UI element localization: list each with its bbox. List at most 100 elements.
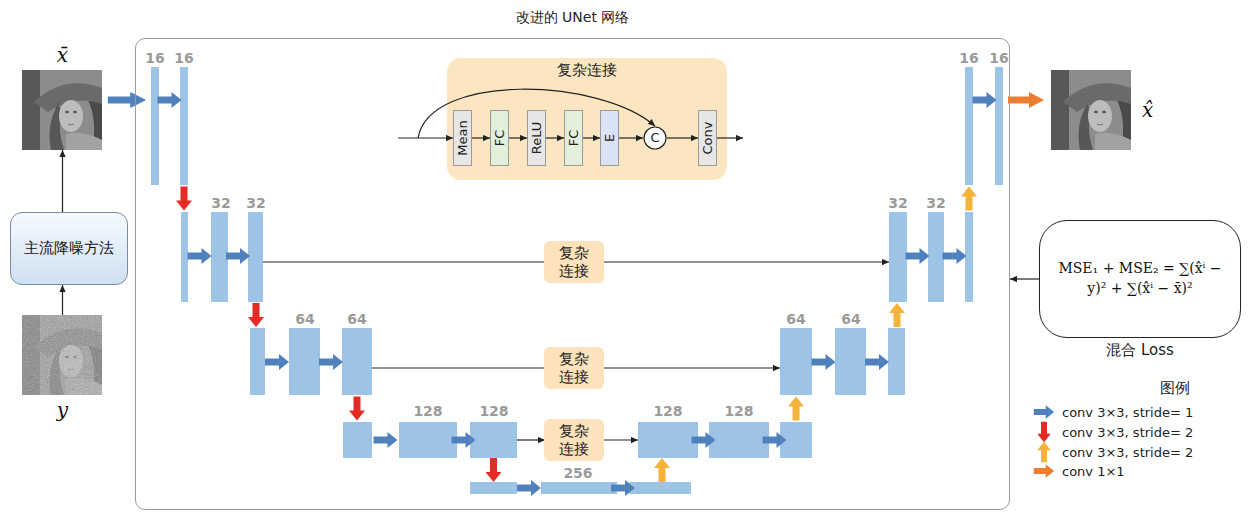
feature-bar (541, 482, 617, 494)
panel-ground (447, 58, 727, 180)
image-label: x̂ (1142, 99, 1153, 121)
conv-arrow (812, 354, 836, 370)
legend-arrow (1034, 464, 1054, 478)
legend-arrow (1037, 422, 1051, 442)
attention-panel: 复杂连接MeanFCReLUFCECConv (447, 58, 727, 180)
skip-wires (263, 262, 889, 440)
feature-bar (965, 212, 973, 302)
channel-count: 32 (211, 195, 230, 211)
upsample-arrow (654, 458, 670, 482)
op-box: Conv (698, 110, 717, 166)
feature-bar (780, 328, 812, 395)
conv-arrow (265, 354, 289, 370)
feature-bar (250, 328, 265, 395)
downsample-arrow (176, 187, 192, 211)
image-label: y (57, 399, 68, 421)
image-frame: x̄ (22, 70, 103, 150)
circle-outline (644, 127, 666, 149)
channel-count: 128 (413, 403, 442, 419)
op-box: ReLU (527, 110, 546, 166)
op-text: E (602, 134, 616, 142)
downsample-arrow (349, 397, 365, 421)
skip-wire (603, 439, 638, 440)
feature-maps (151, 67, 1003, 494)
input-wire (398, 137, 453, 138)
downsample-arrow (486, 458, 502, 482)
connector (472, 137, 490, 138)
conv-arrow (374, 432, 398, 448)
conv-arrow (906, 248, 930, 264)
op-text: C (650, 131, 659, 145)
skip-wire (603, 367, 780, 368)
skip-wire (603, 261, 889, 262)
conv-arrow (763, 432, 787, 448)
channel-count: 32 (246, 195, 265, 211)
skip-text: 复杂 连接 (550, 244, 598, 280)
method-box: 主流降噪方法 (10, 212, 128, 285)
legend-arrow (1034, 405, 1054, 419)
feature-bar (181, 212, 188, 302)
channel-count: 64 (841, 311, 860, 327)
noisy-image (22, 315, 102, 395)
op-box: FC (564, 110, 583, 166)
op-text: Mean (455, 120, 469, 155)
op-box: E (600, 110, 619, 166)
feature-bar (965, 67, 973, 185)
output-wire (717, 137, 743, 138)
conv-arrow (517, 480, 541, 496)
legend-text: conv 1×1 (1062, 464, 1125, 479)
channel-count: 128 (724, 403, 753, 419)
legend-text: conv 3×3, stride= 2 (1062, 445, 1193, 460)
conv-arrow (692, 432, 716, 448)
feature-bar (638, 422, 698, 458)
conv-arrow (108, 92, 146, 108)
noise-overlay (22, 315, 102, 395)
channel-count: 16 (145, 50, 164, 66)
channel-count: 32 (926, 195, 945, 211)
denoised-image (22, 70, 102, 150)
channel-count: 16 (959, 50, 978, 66)
channel-count: 64 (295, 311, 314, 327)
conv-arrow (188, 248, 212, 264)
conv-arrow (973, 92, 997, 108)
conv-arrow (226, 248, 250, 264)
conv-arrow (452, 432, 476, 448)
conv-arrows (108, 92, 1044, 496)
skip-text: 复杂 连接 (550, 350, 598, 386)
legend-title: 图例 (1160, 379, 1190, 398)
loss-formula: MSE₁ + MSE₂ = ∑(x̂ⁱ − y)² + ∑(x̂ⁱ − x̄)² (1048, 259, 1232, 298)
panel-title: 复杂连接 (557, 61, 617, 80)
skip-box: 复杂 连接 (544, 241, 604, 283)
upsample-arrow (961, 187, 977, 211)
skip-box: 复杂 连接 (544, 419, 604, 461)
channel-count: 16 (989, 50, 1008, 66)
image-frame: x̂ (1051, 70, 1132, 150)
feature-bar (399, 422, 457, 458)
feature-bar (995, 67, 1003, 185)
channel-count: 32 (888, 195, 907, 211)
legend-arrow (1037, 442, 1051, 462)
channel-count: 64 (786, 311, 805, 327)
connector (667, 137, 698, 138)
feature-bar (709, 422, 769, 458)
loss-box: MSE₁ + MSE₂ = ∑(x̂ⁱ − y)² + ∑(x̂ⁱ − x̄)²… (1039, 220, 1241, 338)
skip-text: 复杂 连接 (550, 422, 598, 458)
connector (62, 285, 63, 315)
skip-wire (372, 367, 545, 368)
conv-arrow (158, 92, 182, 108)
connector (583, 137, 600, 138)
concat-circle: C (643, 126, 667, 150)
feature-bar (835, 328, 866, 395)
conv-arrow (943, 248, 967, 264)
upsample-arrow (788, 397, 804, 421)
conv1x1-arrow (1008, 92, 1044, 108)
legend-text: conv 3×3, stride= 1 (1062, 405, 1193, 420)
skip-wire (517, 439, 545, 440)
skip-box: 复杂 连接 (544, 347, 604, 389)
feature-bar (343, 422, 372, 458)
op-text: Conv (700, 122, 714, 155)
legend-icons (1034, 405, 1054, 478)
feature-bar (180, 67, 188, 185)
feature-bar (151, 67, 159, 185)
connector (509, 137, 527, 138)
